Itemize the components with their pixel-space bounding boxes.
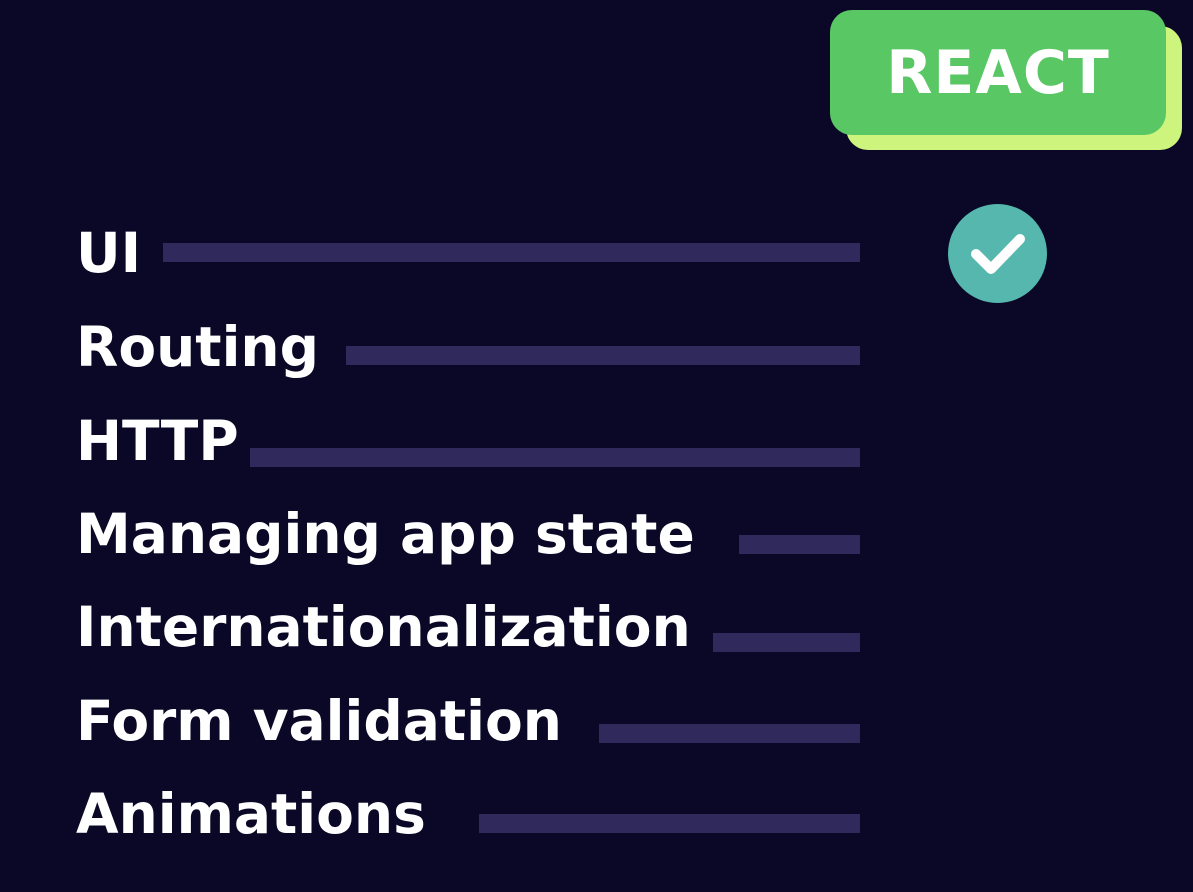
- react-badge-label: REACT: [830, 10, 1166, 135]
- feature-label: Animations: [76, 782, 426, 846]
- feature-label: Routing: [76, 315, 319, 379]
- feature-row-routing: Routing: [76, 312, 860, 382]
- feature-row-http: HTTP: [76, 406, 860, 476]
- react-badge: REACT: [830, 10, 1182, 150]
- feature-line: [713, 633, 860, 652]
- feature-label: Managing app state: [76, 502, 695, 566]
- feature-row-app-state: Managing app state: [76, 499, 860, 569]
- feature-row-form-validation: Form validation: [76, 686, 860, 756]
- feature-line: [739, 535, 860, 554]
- feature-line: [250, 448, 860, 467]
- feature-line: [163, 243, 860, 262]
- feature-line: [479, 814, 860, 833]
- feature-row-i18n: Internationalization: [76, 592, 860, 662]
- feature-label: UI: [76, 221, 142, 285]
- feature-label: Form validation: [76, 689, 562, 753]
- feature-row-animations: Animations: [76, 779, 860, 849]
- feature-label: Internationalization: [76, 595, 691, 659]
- feature-line: [599, 724, 860, 743]
- feature-label: HTTP: [76, 409, 239, 473]
- checkmark-icon: [948, 204, 1047, 303]
- feature-line: [346, 346, 860, 365]
- feature-row-ui: UI: [76, 218, 860, 288]
